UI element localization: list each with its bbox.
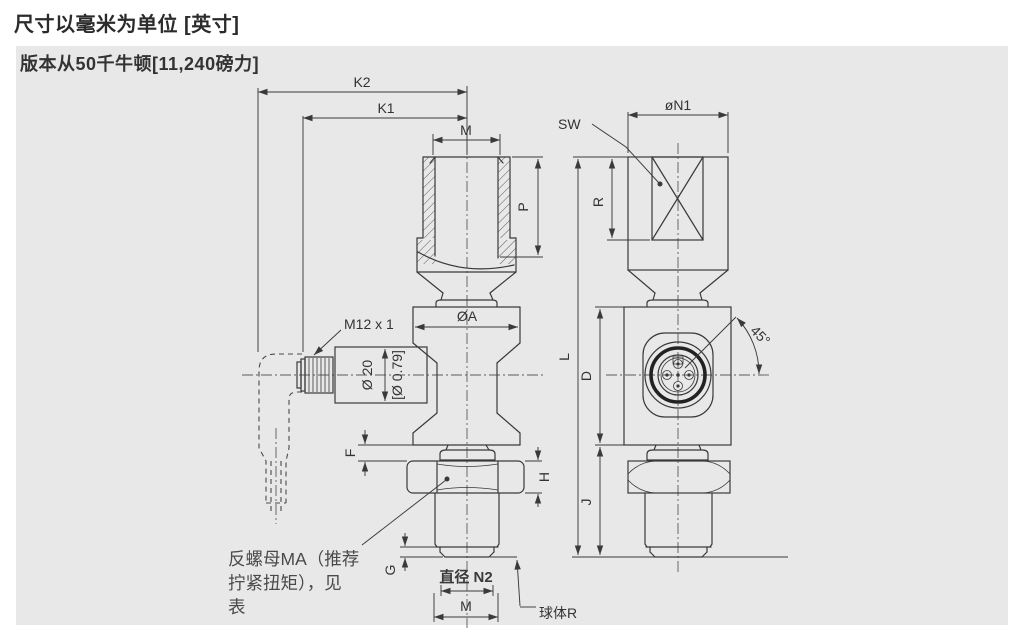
dim-label-dia-20: Ø 20 — [359, 360, 375, 391]
dim-label-n2: 直径 N2 — [439, 568, 492, 586]
dim-label-h: H — [536, 472, 552, 482]
drawing-panel — [16, 46, 1008, 625]
mating-cable-connector-ghost — [258, 353, 302, 512]
side-view — [623, 156, 732, 558]
front-view — [296, 156, 525, 558]
version-label: 版本从50千牛顿[11,240磅力] — [20, 54, 260, 74]
dim-label-j: J — [578, 499, 594, 506]
dim-label-r: R — [590, 197, 606, 207]
leader-lines — [313, 123, 663, 608]
page-title: 尺寸以毫米为单位 [英寸] — [14, 14, 240, 36]
extension-lines — [257, 86, 788, 622]
dim-label-m12-thread: M12 x 1 — [344, 316, 394, 332]
dim-label-k2: K2 — [353, 74, 370, 90]
dim-label-f: F — [342, 449, 358, 458]
dim-label-45deg: 45° — [747, 322, 773, 348]
dim-label-d: D — [578, 371, 594, 381]
annotations: 反螺母MA（推荐 拧紧扭矩），见 表 球体R — [228, 549, 577, 621]
dim-label-dia-a: ØA — [457, 308, 478, 324]
dimension-labels: K2 K1 M SW øN1 P R M12 x 1 ØA Ø 20 [Ø 0.… — [342, 74, 774, 614]
dim-label-m-bottom: M — [460, 598, 472, 614]
dim-label-m-top: M — [460, 122, 472, 138]
dim-label-k1: K1 — [377, 100, 394, 116]
locknut-note-line2: 拧紧扭矩），见 — [228, 573, 342, 593]
dimension-lines — [258, 88, 763, 621]
dim-label-g: G — [382, 565, 398, 576]
dim-label-n1: øN1 — [665, 97, 692, 113]
locknut-note-line3: 表 — [228, 597, 246, 617]
dim-label-p: P — [515, 202, 531, 211]
dim-label-sw: SW — [558, 116, 581, 132]
dim-label-dia-20-inch: [Ø 0.79] — [389, 350, 405, 400]
locknut-note-line1: 反螺母MA（推荐 — [228, 549, 359, 569]
sphere-r-label: 球体R — [539, 605, 577, 621]
dim-label-l: L — [556, 353, 572, 361]
